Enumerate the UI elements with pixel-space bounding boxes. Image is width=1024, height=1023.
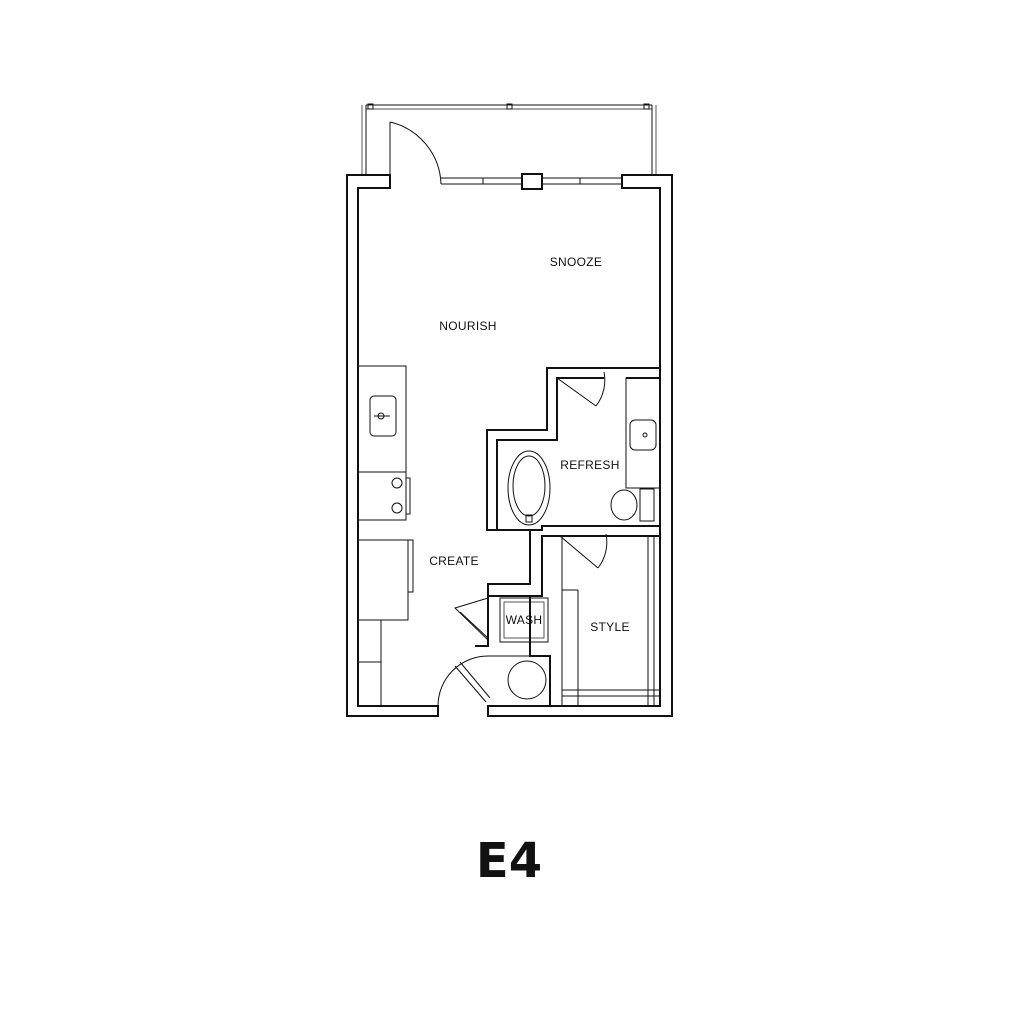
exterior-walls (346, 173, 673, 717)
interior-walls (475, 367, 661, 706)
balcony-door (389, 121, 442, 188)
room-label-create: CREATE (429, 554, 479, 568)
bath-doors (556, 371, 608, 569)
room-label-wash: WASH (506, 613, 543, 627)
balcony (361, 103, 657, 175)
room-label-refresh: REFRESH (560, 458, 619, 472)
plan-title: E4 (476, 833, 542, 889)
bath-fixtures (507, 377, 661, 526)
wash-closet (454, 597, 549, 643)
kitchen (358, 365, 414, 706)
room-label-style: STYLE (590, 620, 630, 634)
entry-door (437, 655, 547, 707)
room-label-snooze: SNOOZE (550, 255, 602, 269)
room-label-nourish: NOURISH (439, 319, 496, 333)
